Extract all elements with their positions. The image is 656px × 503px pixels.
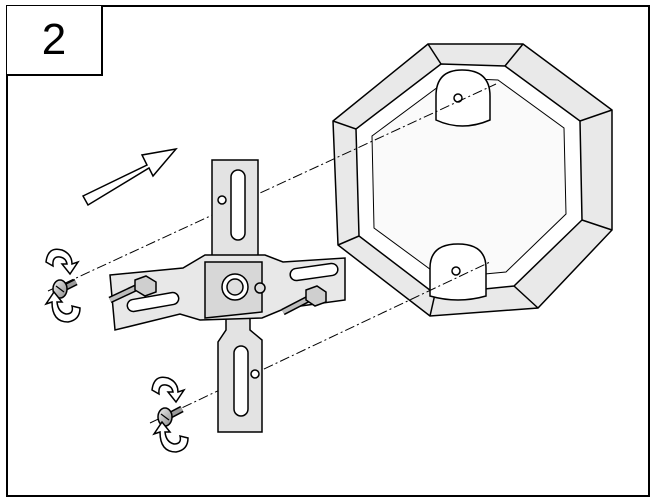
left-stud — [108, 275, 157, 304]
step-number: 2 — [41, 15, 67, 64]
octagon-box — [332, 43, 613, 317]
mounting-screw-top — [52, 278, 78, 299]
right-stud — [281, 285, 327, 316]
rotate-arrow-bottom-upper-icon — [151, 376, 186, 404]
direction-arrow — [81, 147, 178, 207]
alignment-lines — [47, 83, 497, 424]
rotate-arrow-top-lower-icon — [44, 290, 81, 323]
mounting-screw-bottom — [157, 405, 184, 427]
step-number-badge: 2 — [7, 6, 103, 76]
panel-border — [6, 5, 650, 497]
crossbar-bracket — [108, 159, 346, 433]
rotate-arrow-top-upper-icon — [45, 248, 80, 276]
rotate-arrow-bottom-lower-icon — [152, 420, 189, 453]
